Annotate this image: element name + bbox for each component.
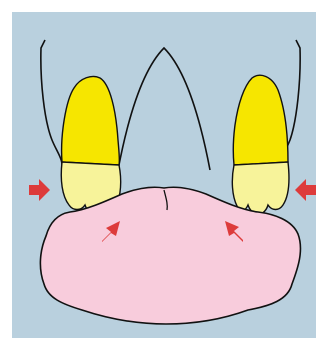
right-tooth-crown	[232, 162, 289, 215]
left-tooth	[61, 76, 120, 214]
